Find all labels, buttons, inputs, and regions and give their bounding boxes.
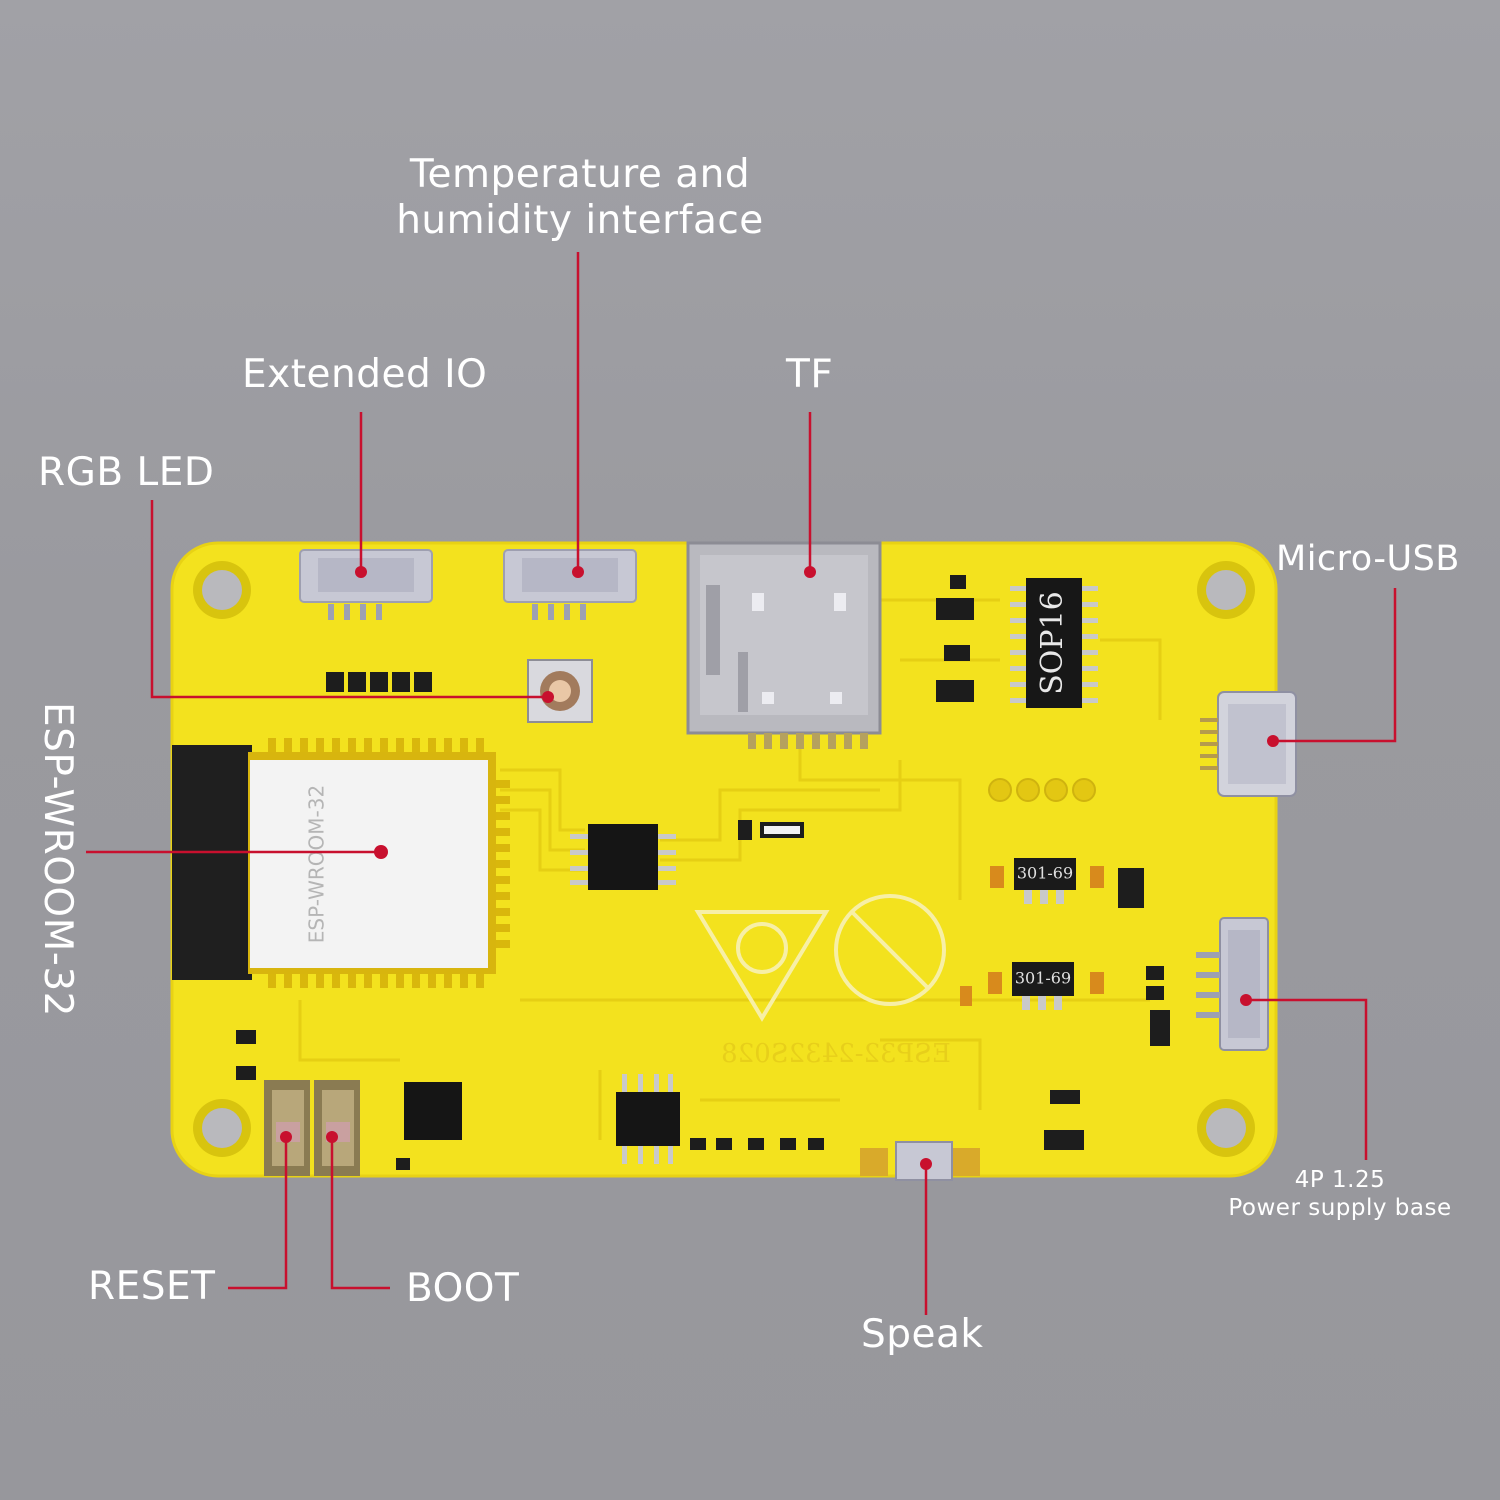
label-reset: RESET	[88, 1264, 216, 1309]
leader-rgb-led	[150, 500, 548, 699]
resistor-row	[326, 672, 432, 692]
power-supply-connector	[1196, 917, 1269, 1051]
leader-micro-usb	[1273, 588, 1397, 743]
label-esp-wroom-32: ESP-WROOM-32	[35, 702, 80, 1017]
label-boot: BOOT	[406, 1266, 520, 1311]
pcb-traces	[298, 598, 1162, 1140]
regulator-marking: 301-69	[1017, 864, 1073, 883]
label-speak: Speak	[861, 1312, 984, 1357]
esp-wroom-32-module: ESP-WROOM-32	[172, 738, 510, 988]
marker-dot-icon	[280, 1131, 292, 1143]
temperature-humidity-connector	[503, 549, 637, 620]
mounting-hole-icon	[1197, 561, 1255, 619]
sop16-marking: SOP16	[1035, 591, 1070, 695]
marker-dot-icon	[355, 566, 367, 578]
component-labels	[764, 826, 800, 834]
label-micro-usb: Micro-USB	[1276, 539, 1460, 579]
board-model-marking: ESP32-2432S028	[721, 1039, 951, 1069]
regulator-marking: 301-69	[1015, 969, 1071, 988]
mounting-hole-icon	[1197, 1099, 1255, 1157]
center-ic	[570, 824, 676, 890]
label-temp-humidity: Temperature and humidity interface	[380, 152, 780, 244]
capacitors	[960, 866, 1104, 1006]
marker-dot-icon	[920, 1158, 932, 1170]
label-temp-humidity-line2: humidity interface	[396, 198, 764, 243]
label-power-supply-base: 4P 1.25 Power supply base	[1200, 1166, 1480, 1222]
mounting-hole-icon	[193, 561, 251, 619]
transistor-group	[936, 575, 974, 702]
leader-power-base	[1246, 998, 1368, 1160]
marker-dot-icon	[1267, 735, 1279, 747]
label-tf: TF	[786, 352, 834, 397]
marker-dot-icon	[326, 1131, 338, 1143]
module-marking: ESP-WROOM-32	[305, 785, 329, 943]
boot-button-component	[314, 1080, 360, 1176]
leader-lines	[86, 252, 1397, 1315]
label-power-base-line2: Power supply base	[1228, 1195, 1452, 1221]
round-pads	[988, 778, 1096, 802]
tf-card-slot	[686, 541, 882, 749]
label-power-base-line1: 4P 1.25	[1294, 1167, 1386, 1193]
marker-dots	[280, 566, 1279, 1170]
rgb-led	[527, 659, 593, 723]
label-extended-io: Extended IO	[242, 352, 488, 397]
leader-reset	[228, 1137, 288, 1290]
marker-dot-icon	[542, 691, 554, 703]
marker-dot-icon	[804, 566, 816, 578]
voltage-regulator: 301-69	[1014, 858, 1076, 904]
mounting-hole-icon	[193, 1099, 251, 1157]
marker-dot-icon	[374, 845, 388, 859]
label-rgb-led: RGB LED	[38, 450, 215, 495]
marker-dot-icon	[1240, 994, 1252, 1006]
bottom-ic	[404, 1074, 680, 1164]
sop16-chip: SOP16	[1010, 578, 1098, 708]
leader-boot	[330, 1137, 390, 1290]
voltage-regulator: 301-69	[1012, 962, 1074, 1010]
label-temp-humidity-line1: Temperature and	[409, 152, 751, 197]
silkscreen-logo-icon	[694, 894, 946, 1022]
marker-dot-icon	[572, 566, 584, 578]
